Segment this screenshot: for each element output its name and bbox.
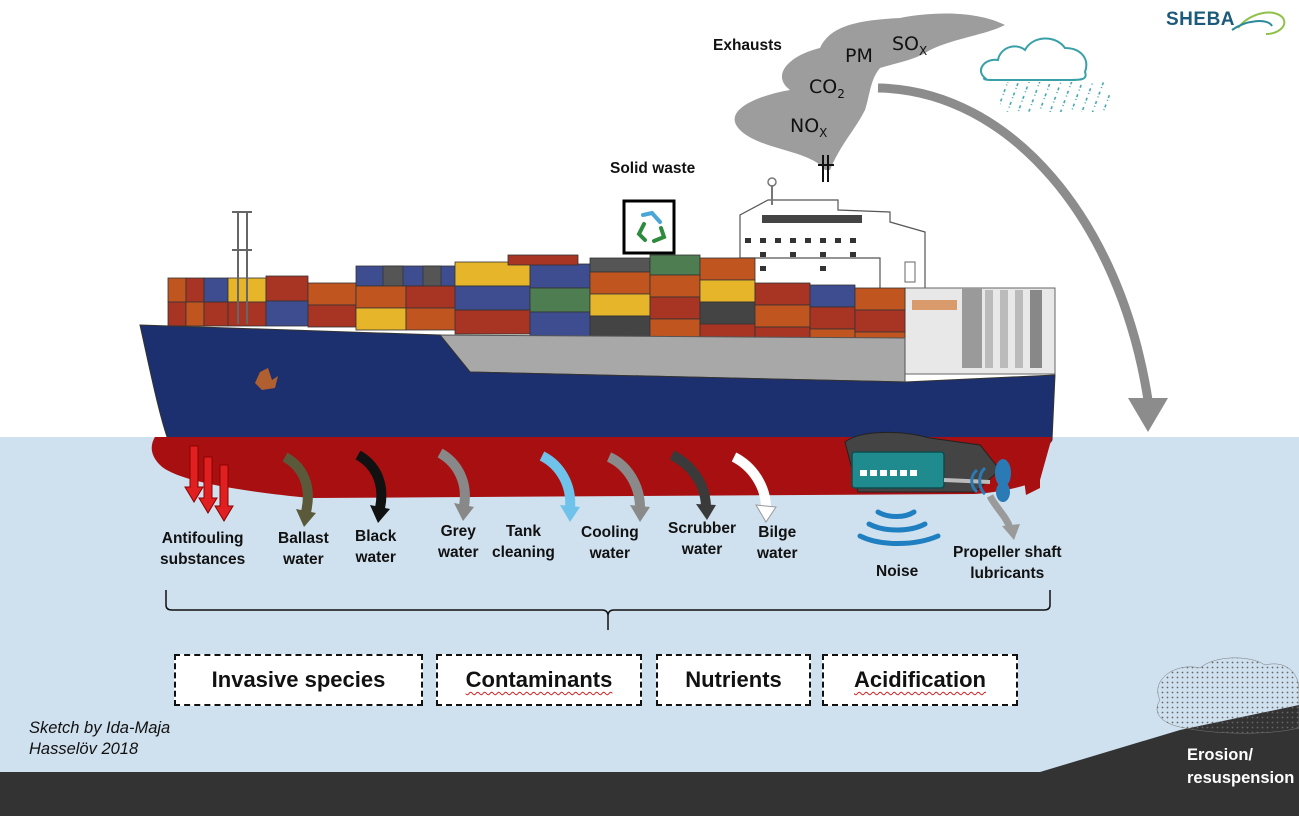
- exhaust-smoke: [734, 13, 1005, 171]
- tank-cleaning-arrow: [539, 451, 576, 509]
- category-contaminants: Contaminants: [436, 654, 642, 706]
- category-acidification: Acidification: [822, 654, 1018, 706]
- sea-water: [0, 437, 1299, 816]
- deposition-arrow: [877, 83, 1153, 401]
- anchor-icon: [255, 368, 278, 390]
- bridge-superstructure: [739, 177, 926, 296]
- antifouling-arrows: [184, 445, 234, 522]
- sox-label: SOX: [892, 33, 928, 58]
- recycle-icon: [636, 210, 667, 243]
- propeller-icon: [970, 459, 1011, 502]
- sheba-logo: SHEBA: [1166, 9, 1236, 30]
- discharge-arrows: [184, 445, 1020, 540]
- sheba-logo-swirl: [1231, 11, 1286, 35]
- noise-icon: [857, 509, 941, 546]
- grouping-brace: [165, 590, 1051, 630]
- ballast-arrow: [282, 452, 313, 514]
- solid-waste-label: Solid waste: [610, 160, 696, 177]
- category-nutrients: Nutrients: [656, 654, 811, 706]
- black-water-arrow: [355, 450, 387, 510]
- grey-water-arrow: [437, 448, 470, 507]
- category-invasive-species: Invasive species: [174, 654, 423, 706]
- cooling-water-arrow: [606, 452, 645, 509]
- bow-mast: [232, 211, 252, 324]
- bilge-water-arrow: [731, 452, 771, 509]
- scrubber-water-arrow: [669, 450, 711, 507]
- exhausts-label: Exhausts: [713, 37, 782, 54]
- pm-label: PM: [845, 45, 873, 67]
- propeller-shaft: [943, 478, 991, 484]
- lubricant-arrow: [986, 494, 1014, 530]
- engine-icon: [851, 451, 945, 489]
- erosion-label: Erosion/resuspension: [1187, 746, 1295, 787]
- rudder: [1020, 450, 1040, 495]
- solid-waste-box: [622, 199, 676, 255]
- co2-label: CO2: [809, 76, 845, 101]
- nox-label: NOX: [790, 115, 828, 140]
- noise-label: Noise: [876, 563, 919, 580]
- seabed: [0, 705, 1299, 816]
- funnel: [818, 155, 834, 182]
- sediment-cloud: [1156, 657, 1299, 734]
- rain-cloud: [979, 37, 1088, 81]
- stern-deck: [904, 287, 1056, 375]
